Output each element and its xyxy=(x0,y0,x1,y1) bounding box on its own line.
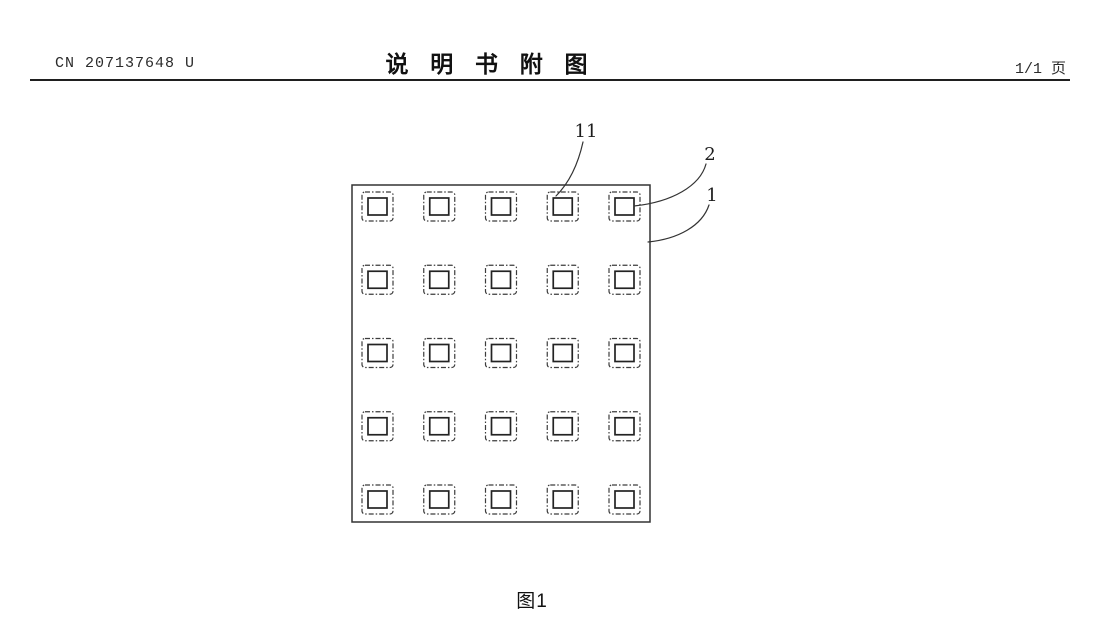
leader-line-11 xyxy=(555,141,584,197)
unit-cell-outer xyxy=(484,264,518,295)
component-body-outline xyxy=(351,184,651,523)
unit-cell-inner xyxy=(428,197,450,216)
ref-label-1: 1 xyxy=(706,185,717,206)
page-indicator: 1/1 页 xyxy=(1014,61,1066,78)
unit-cell-inner xyxy=(490,197,512,216)
unit-cell-inner xyxy=(367,197,388,216)
unit-cell-outer xyxy=(423,264,456,295)
figure-1-drawing: 11 2 1 xyxy=(351,121,718,523)
unit-cell-inner xyxy=(428,343,450,363)
unit-cell-inner xyxy=(428,490,450,509)
unit-cell-inner xyxy=(614,270,635,290)
leader-line-1 xyxy=(647,204,710,243)
unit-cell-inner xyxy=(428,416,450,436)
unit-cell-outer xyxy=(608,191,641,222)
unit-cell-inner xyxy=(367,416,388,436)
unit-cell-inner xyxy=(490,490,512,509)
unit-cell-inner xyxy=(428,270,450,290)
unit-cell-grid xyxy=(361,191,641,515)
unit-cell-inner xyxy=(552,197,574,216)
ref-label-2: 2 xyxy=(704,144,715,165)
unit-cell-outer xyxy=(546,337,579,369)
unit-cell-inner xyxy=(614,343,635,363)
unit-cell-outer xyxy=(423,337,456,369)
header-rule xyxy=(30,79,1070,81)
unit-cell-inner xyxy=(552,416,574,436)
unit-cell-outer xyxy=(361,411,394,442)
unit-cell-outer xyxy=(484,411,518,442)
unit-cell-outer xyxy=(423,484,456,515)
ref-label-11: 11 xyxy=(575,121,598,142)
unit-cell-outer xyxy=(608,411,641,442)
unit-cell-inner xyxy=(552,270,574,290)
unit-cell-outer xyxy=(608,264,641,295)
unit-cell-outer xyxy=(546,411,579,442)
leader-line-2 xyxy=(633,163,707,207)
unit-cell-outer xyxy=(484,191,518,222)
unit-cell-outer xyxy=(608,484,641,515)
unit-cell-outer xyxy=(546,264,579,295)
unit-cell-inner xyxy=(552,343,574,363)
unit-cell-outer xyxy=(423,411,456,442)
unit-cell-inner xyxy=(367,270,388,290)
unit-cell-inner xyxy=(490,270,512,290)
unit-cell-outer xyxy=(546,484,579,515)
unit-cell-outer xyxy=(361,191,394,222)
unit-cell-inner xyxy=(552,490,574,509)
document-title: 说 明 书 附 图 xyxy=(385,51,591,77)
patent-number: CN 207137648 U xyxy=(55,55,196,72)
unit-cell-outer xyxy=(423,191,456,222)
unit-cell-outer xyxy=(484,484,518,515)
unit-cell-inner xyxy=(490,416,512,436)
unit-cell-inner xyxy=(367,343,388,363)
unit-cell-inner xyxy=(614,197,635,216)
unit-cell-outer xyxy=(608,337,641,369)
unit-cell-outer xyxy=(361,264,394,295)
unit-cell-inner xyxy=(614,416,635,436)
unit-cell-inner xyxy=(367,490,388,509)
unit-cell-outer xyxy=(361,484,394,515)
unit-cell-inner xyxy=(490,343,512,363)
unit-cell-outer xyxy=(546,191,579,222)
unit-cell-outer xyxy=(484,337,518,369)
unit-cell-inner xyxy=(614,490,635,509)
unit-cell-outer xyxy=(361,337,394,369)
figure-caption: 图1 xyxy=(516,591,548,612)
